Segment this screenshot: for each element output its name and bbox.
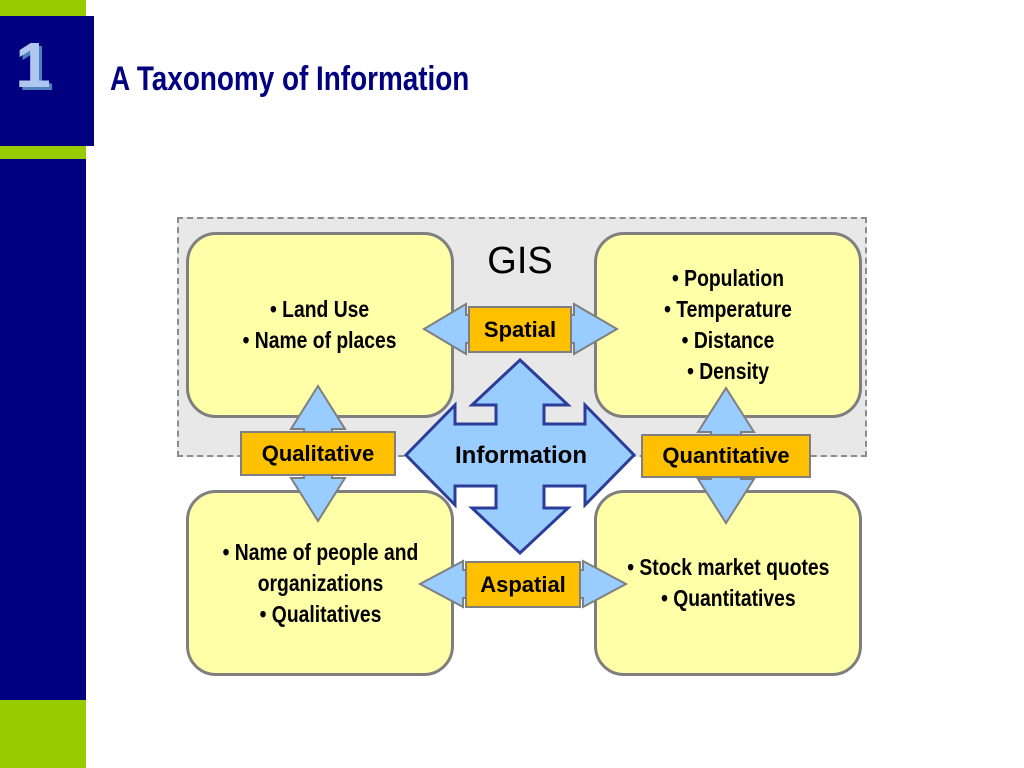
quantitative-label: Quantitative: [641, 434, 811, 478]
gis-label: GIS: [487, 240, 553, 282]
quadrant-item: • Qualitatives: [259, 600, 381, 627]
green-accent-top: [0, 0, 86, 16]
slide-number-box: [0, 16, 94, 146]
spatial-label: Spatial: [468, 306, 572, 353]
quadrant-item: • Quantitatives: [660, 585, 796, 611]
green-accent-bottom: [0, 700, 86, 768]
quadrant-item: • Stock market quotes: [626, 554, 830, 580]
slide-number: 1: [15, 29, 51, 101]
green-accent-middle: [0, 146, 86, 159]
quadrant-item: • Distance: [681, 327, 775, 353]
quadrant-item: • Name of places: [243, 327, 397, 353]
quadrant-quantitative-spatial: • Population • Temperature • Distance • …: [594, 232, 862, 418]
quadrant-item: • Density: [687, 358, 769, 384]
quadrant-item: • Land Use: [270, 296, 370, 322]
quadrant-qualitative-aspatial: • Name of people and organizations • Qua…: [186, 490, 454, 676]
quadrant-item: organizations: [257, 569, 383, 596]
information-label: Information: [455, 442, 587, 469]
quadrant-qualitative-spatial: • Land Use • Name of places: [186, 232, 454, 418]
slide-title: A Taxonomy of Information: [110, 60, 470, 98]
information-four-way-arrow: [403, 357, 637, 556]
aspatial-label: Aspatial: [465, 561, 581, 608]
quadrant-item: • Population: [672, 265, 784, 291]
qualitative-label: Qualitative: [240, 431, 396, 476]
quadrant-item: • Name of people and: [222, 538, 418, 565]
quadrant-item: • Temperature: [664, 296, 792, 322]
